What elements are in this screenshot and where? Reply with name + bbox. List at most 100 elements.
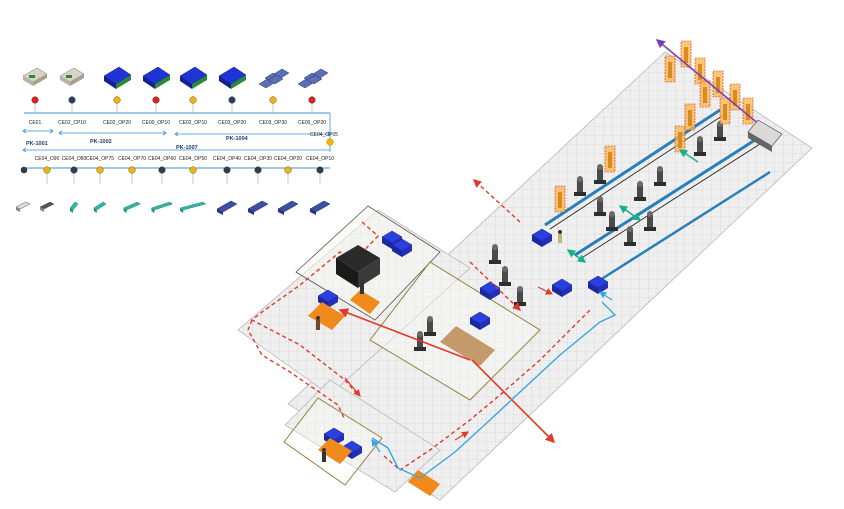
station-node: CE02_CP10	[58, 96, 86, 126]
blue-machine	[551, 278, 573, 297]
robot-unit	[574, 176, 586, 196]
station-label: CE04_OP20	[274, 156, 302, 162]
module-part-icon	[142, 66, 171, 89]
highlighted-tower	[604, 145, 616, 173]
station-label: CE01	[29, 120, 42, 126]
cell-icon	[69, 201, 79, 213]
truck	[747, 119, 783, 152]
highlighted-tower	[680, 40, 692, 68]
cell-icon	[179, 201, 207, 213]
blue-machine	[391, 238, 413, 257]
station-node: CE02_OP20	[103, 96, 131, 126]
robot-unit	[424, 316, 436, 336]
highlighted-tower	[664, 55, 676, 83]
robot-unit	[489, 244, 501, 264]
cell-icon	[93, 201, 107, 213]
station-node: CE04_OP50	[179, 156, 207, 184]
highlighted-tower	[729, 83, 741, 111]
highlighted-tower	[699, 80, 711, 108]
robot-unit	[694, 136, 706, 156]
station-label: CE04_O80	[62, 156, 87, 162]
bottom-floor	[284, 379, 441, 493]
robot-unit	[594, 196, 606, 216]
station-node: CE03_OP20	[218, 96, 246, 126]
station-label: CE04_OP05	[310, 132, 338, 138]
module-part-icon	[218, 66, 247, 89]
highlighted-tower	[684, 103, 696, 131]
station-label: CE02_OP10	[179, 120, 207, 126]
station-node: CE04_OP40	[213, 156, 241, 184]
station-label: CE03_OP20	[218, 120, 246, 126]
bottom-product-icons	[15, 200, 331, 215]
green-transfer-arrows	[566, 149, 699, 263]
blue-machine	[587, 275, 609, 294]
station-node: CE04_O90	[35, 156, 60, 184]
station-label: CE04_OP75	[86, 156, 114, 162]
group-bracket-pk-1007: PK-1007	[22, 145, 330, 153]
purple-flow-arrow	[655, 39, 761, 126]
cell-icon	[150, 201, 174, 213]
cell-icon	[247, 200, 269, 215]
factory-layout	[237, 39, 813, 501]
station-label: CE00_OP10	[142, 120, 170, 126]
cell-icon	[309, 200, 331, 215]
robot-unit	[634, 181, 646, 201]
station-node: CE00_OP10	[142, 96, 170, 126]
highlighted-tower	[742, 97, 754, 125]
highlighted-tower	[712, 70, 724, 98]
module-part-icon	[258, 68, 290, 89]
group-label: PK-1007	[176, 145, 198, 151]
cell-icon	[15, 201, 31, 212]
blue-machine	[479, 281, 501, 300]
cell-icon	[39, 201, 55, 212]
station-node: CE04_OP30	[244, 156, 272, 184]
highlighted-tower	[694, 57, 706, 85]
robot-unit	[499, 266, 511, 286]
blue-flow-path	[371, 291, 617, 479]
station-node: CE04_OP20	[274, 156, 302, 184]
group-bracket-pk-1004: PK-1004	[174, 131, 332, 142]
group-label: PK-1002	[90, 139, 112, 145]
module-part-icon	[22, 67, 48, 86]
cell-icon	[123, 201, 141, 213]
station-node: CE04_OP70	[118, 156, 146, 184]
module-part-icon	[103, 66, 132, 89]
blue-machine	[469, 311, 491, 330]
press-unit	[336, 245, 380, 288]
robot-unit	[594, 164, 606, 184]
robot-unit	[624, 226, 636, 246]
station-label: CE04_O90	[35, 156, 60, 162]
station-node: CE04_OP10	[306, 156, 334, 184]
station-label: CE04_OP70	[118, 156, 146, 162]
highlighted-tower	[554, 185, 566, 213]
group-label: PK-1001	[26, 141, 48, 147]
end-station: CE04_OP05	[310, 113, 338, 152]
station-label: CE03_OP30	[259, 120, 287, 126]
station-node: CE01	[29, 96, 42, 126]
station-node: CE03_OP30	[259, 96, 287, 126]
module-part-icon	[59, 67, 85, 86]
station-node: CE04_OP60	[148, 156, 176, 184]
top-product-icons	[22, 66, 329, 89]
station-label: CE00_OP20	[298, 120, 326, 126]
operators	[316, 230, 562, 462]
station-label: CE04_OP10	[306, 156, 334, 162]
station-label: CE04_OP30	[244, 156, 272, 162]
module-part-icon	[297, 68, 329, 89]
station-label: CE04_OP60	[148, 156, 176, 162]
group-bracket-pk-1001: PK-1001	[22, 128, 54, 147]
station-node: CE04_O80	[62, 156, 87, 184]
station-node: CE02_OP10	[179, 96, 207, 126]
station-node	[20, 166, 28, 174]
highlighted-towers	[554, 40, 754, 213]
group-bracket-pk-1002: PK-1002	[58, 130, 167, 145]
group-label: PK-1004	[226, 136, 249, 142]
station-label: CE04_OP50	[179, 156, 207, 162]
robot-unit	[654, 166, 666, 186]
blue-machine	[531, 228, 553, 247]
robot-unit	[644, 211, 656, 231]
